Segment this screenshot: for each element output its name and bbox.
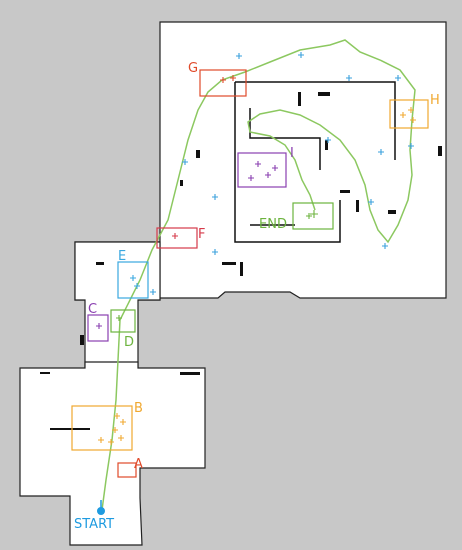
region-boxes bbox=[71, 69, 429, 478]
obstacle bbox=[388, 210, 396, 214]
label-d: D bbox=[124, 335, 134, 350]
obstacle bbox=[80, 335, 84, 345]
cluster-g bbox=[220, 75, 236, 83]
label-i: I bbox=[290, 146, 294, 161]
obstacle bbox=[438, 146, 442, 156]
obstacle bbox=[325, 140, 328, 150]
region-box-f bbox=[156, 227, 198, 249]
cluster-end bbox=[306, 210, 318, 219]
start-marker bbox=[97, 500, 105, 515]
obstacle bbox=[196, 150, 200, 158]
label-a: A bbox=[134, 457, 143, 472]
cluster-c bbox=[96, 323, 102, 329]
label-h: H bbox=[430, 93, 440, 108]
region-box-e bbox=[117, 261, 149, 299]
label-b: B bbox=[134, 401, 143, 416]
region-box-d bbox=[110, 309, 136, 333]
cluster-f bbox=[172, 233, 178, 239]
cluster-d bbox=[116, 315, 122, 321]
floor-lower-room bbox=[19, 361, 206, 546]
obstacle bbox=[356, 200, 359, 212]
cluster-e bbox=[130, 275, 140, 289]
labels: A B C D E F G H I END START bbox=[74, 61, 440, 532]
obstacle bbox=[180, 180, 183, 186]
cluster-h bbox=[400, 107, 416, 123]
cluster-b bbox=[98, 413, 126, 445]
waypoint-markers bbox=[150, 52, 414, 295]
obstacle bbox=[40, 372, 50, 374]
label-start: START bbox=[74, 517, 114, 532]
obstacle bbox=[222, 262, 236, 265]
region-box-a bbox=[117, 462, 137, 478]
label-f: F bbox=[198, 227, 205, 242]
region-box-c bbox=[87, 314, 109, 342]
inner-wall-mid bbox=[249, 108, 321, 170]
obstacles bbox=[40, 92, 442, 430]
obstacle bbox=[298, 92, 301, 106]
cluster-markers bbox=[96, 75, 416, 445]
label-e: E bbox=[118, 249, 126, 264]
inner-wall-outer bbox=[235, 81, 396, 160]
start-dot bbox=[97, 507, 105, 515]
obstacle bbox=[240, 262, 243, 276]
robot-trajectory bbox=[101, 39, 416, 511]
obstacle bbox=[180, 372, 200, 375]
region-box-h bbox=[389, 99, 429, 129]
label-end: END bbox=[259, 217, 287, 232]
region-box-b bbox=[71, 405, 133, 451]
inner-wall-left bbox=[234, 82, 341, 243]
label-c: C bbox=[88, 302, 97, 317]
floor-plan bbox=[19, 21, 447, 546]
region-box-end bbox=[292, 202, 334, 230]
obstacle bbox=[318, 92, 330, 96]
region-box-g bbox=[199, 69, 247, 97]
inner-walls bbox=[234, 81, 396, 243]
cluster-i bbox=[248, 161, 278, 181]
obstacle bbox=[340, 190, 350, 193]
region-box-i bbox=[237, 152, 287, 188]
label-g: G bbox=[188, 61, 198, 76]
obstacle bbox=[96, 262, 104, 265]
obstacle bbox=[50, 428, 90, 430]
